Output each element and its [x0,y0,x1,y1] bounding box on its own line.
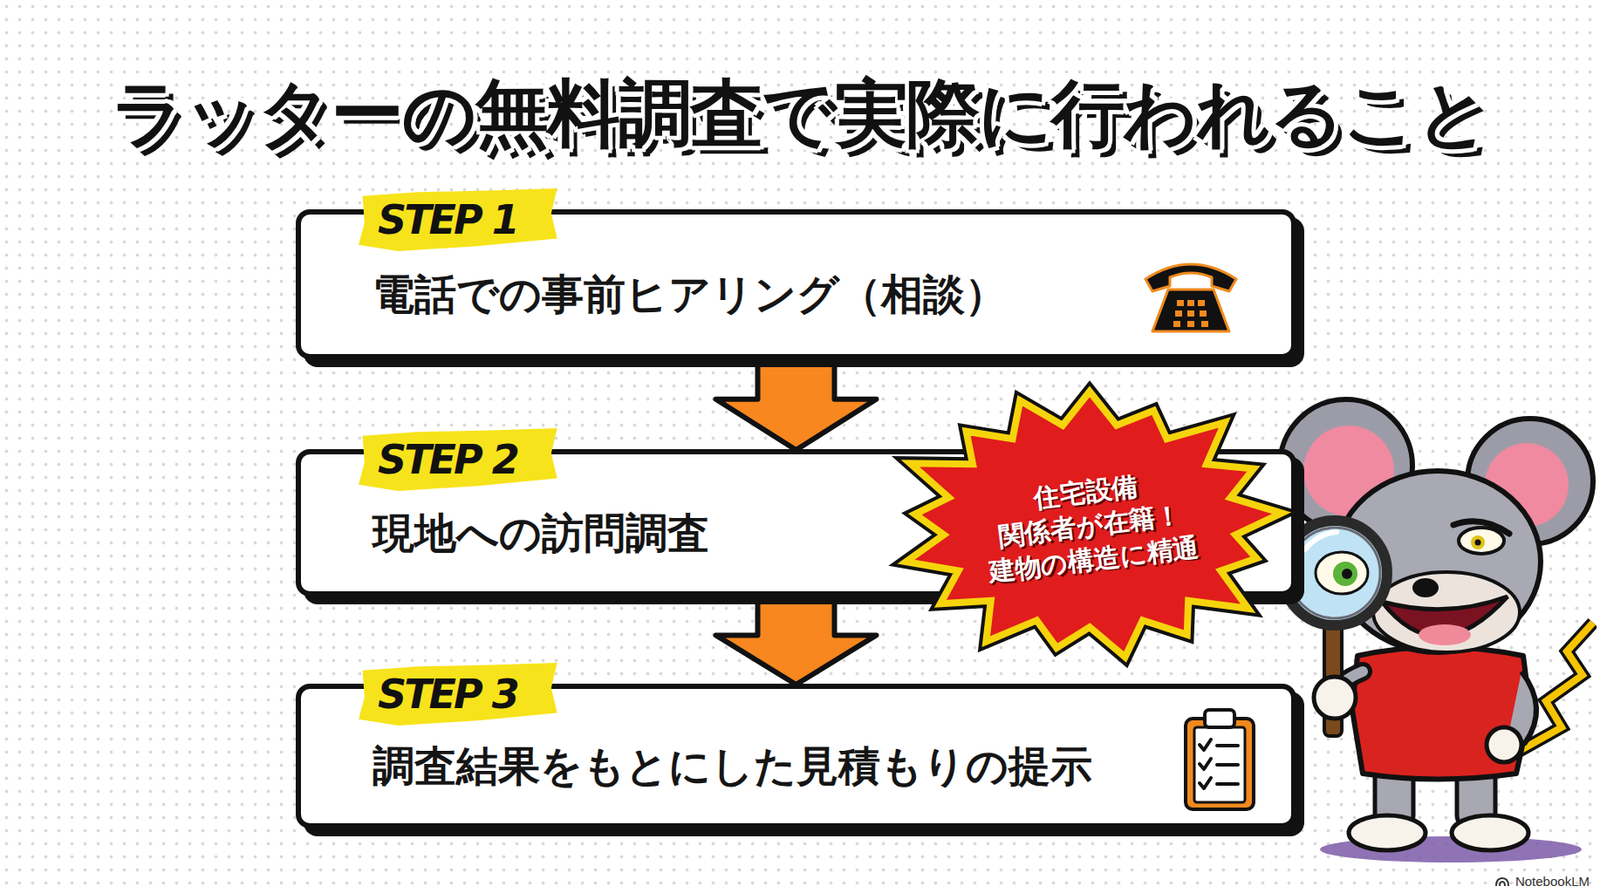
mouse-mascot-part [1458,527,1505,554]
step-text: 現地への訪問調査 [372,508,710,560]
clipboard-icon-part [1199,739,1238,789]
mouse-mascot-part [1315,552,1368,595]
clipboard-icon-part [1217,782,1238,787]
mouse-mascot [1271,394,1597,870]
phone-icon-part [1175,310,1183,317]
mouse-mascot-part [1451,815,1529,851]
diagram-title: ラッターの無料調査で実際に行われること [0,71,1600,157]
starburst-callout: 住宅設備 関係者が在籍！ 建物の構造に精通 [888,382,1292,669]
mouse-mascot-part [1352,647,1531,780]
phone-icon-part [1152,289,1230,332]
mouse-mascot-part [1470,535,1485,550]
watermark-logo-part [1496,878,1509,887]
mouse-mascot-part [1475,540,1482,547]
step-text: 調査結果をもとにした見積もりの提示 [372,741,1093,793]
step-label: STEP 3 [358,663,558,726]
starburst-shape-part [906,391,1283,657]
mouse-mascot-part [1412,578,1439,598]
starburst-shape-part [906,391,1283,657]
phone-icon-part [1173,321,1181,328]
clipboard-icon-part [1217,763,1238,767]
clipboard-icon-part [1217,744,1238,748]
phone-icon-part [1173,300,1209,328]
flow-arrow [716,357,877,451]
step-label: STEP 2 [358,428,558,492]
mouse-mascot-part [1348,815,1426,851]
clipboard-icon-part [1199,758,1211,770]
phone-icon-part [1187,321,1195,328]
flow-arrow [716,594,877,685]
mouse-mascot-part [1305,532,1337,550]
clipboard-icon [1182,706,1258,814]
phone-icon-part [1199,310,1207,317]
phone-icon-part [1197,300,1205,307]
clipboard-icon-part [1194,727,1245,803]
mouse-mascot-part [1486,727,1522,763]
clipboard-icon-part [1204,710,1235,728]
step-box: STEP 1電話での事前ヒアリング（相談） [295,209,1297,360]
phone-icon-part [1187,300,1195,307]
watermark-logo-part [1499,882,1505,887]
phone-icon-part [1187,310,1195,317]
step-text: 電話での事前ヒアリング（相談） [372,269,1007,321]
mouse-mascot-part [1313,676,1356,719]
mouse-mascot-part [1418,624,1471,646]
mouse-mascot-part [1282,520,1388,626]
mouse-mascot-part [1289,527,1381,619]
mouse-mascot-part [1453,521,1510,534]
mouse-mascot-part [1333,561,1358,587]
mouse-mascot-part [1341,568,1353,580]
phone-icon [1138,252,1244,337]
mouse-mascot-part [1373,572,1520,653]
step-label: STEP 1 [358,188,558,252]
watermark: NotebookLM [1515,875,1590,889]
step-box: STEP 3調査結果をもとにした見積もりの提示 [295,683,1297,829]
phone-icon-part [1176,300,1184,307]
clipboard-icon-part [1199,778,1211,789]
phone-icon-part [1145,264,1237,292]
clipboard-icon-part [1185,718,1254,810]
phone-icon-part [1201,321,1209,328]
watermark-logo [1495,876,1510,888]
clipboard-icon-part [1199,739,1211,751]
